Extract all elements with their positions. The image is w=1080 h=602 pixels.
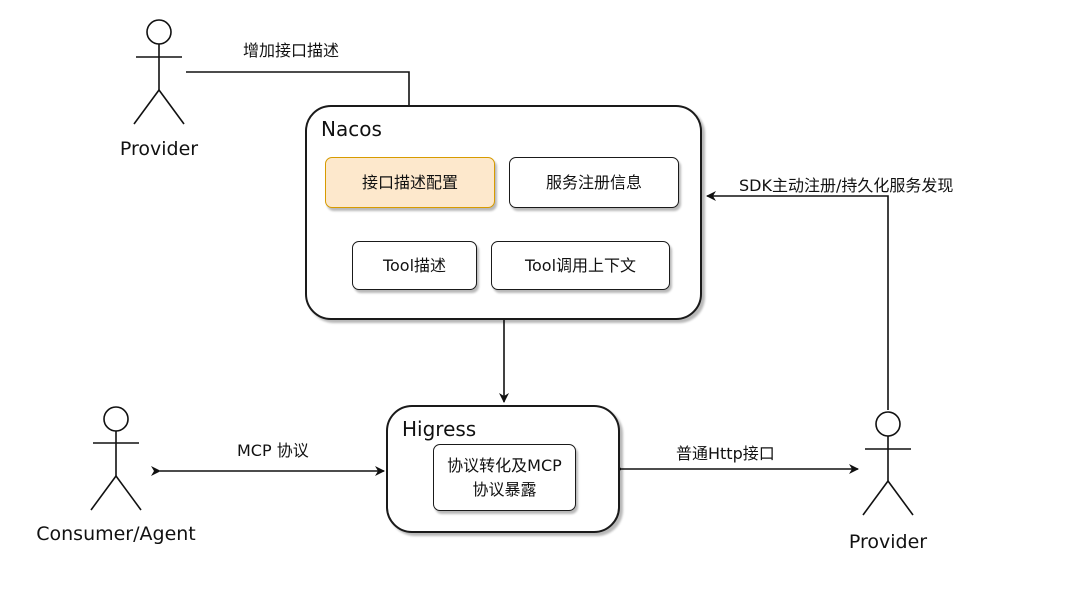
tool-desc-box[interactable]: Tool描述 [352,241,477,290]
consumer-agent-actor-icon [90,406,142,511]
sdk-register-label: SDK主动注册/持久化服务发现 [739,176,954,195]
edge-sdk-register [706,191,889,410]
provider-right-actor-icon [862,411,914,516]
provider-top-actor-icon [133,19,185,125]
protocol-convert-box[interactable]: 协议转化及MCP 协议暴露 [433,444,576,511]
higress-title: Higress [402,417,477,441]
interface-config-box[interactable]: 接口描述配置 [325,157,495,208]
http-interface-label: 普通Http接口 [676,444,775,463]
provider-right-label: Provider [848,531,928,553]
consumer-agent-label: Consumer/Agent [36,523,196,545]
mcp-protocol-label: MCP 协议 [237,441,309,460]
nacos-title: Nacos [321,117,382,141]
provider-top-label: Provider [119,138,199,160]
service-registry-box[interactable]: 服务注册信息 [509,157,679,208]
tool-context-box[interactable]: Tool调用上下文 [491,241,670,290]
add-interface-label: 增加接口描述 [243,41,340,60]
